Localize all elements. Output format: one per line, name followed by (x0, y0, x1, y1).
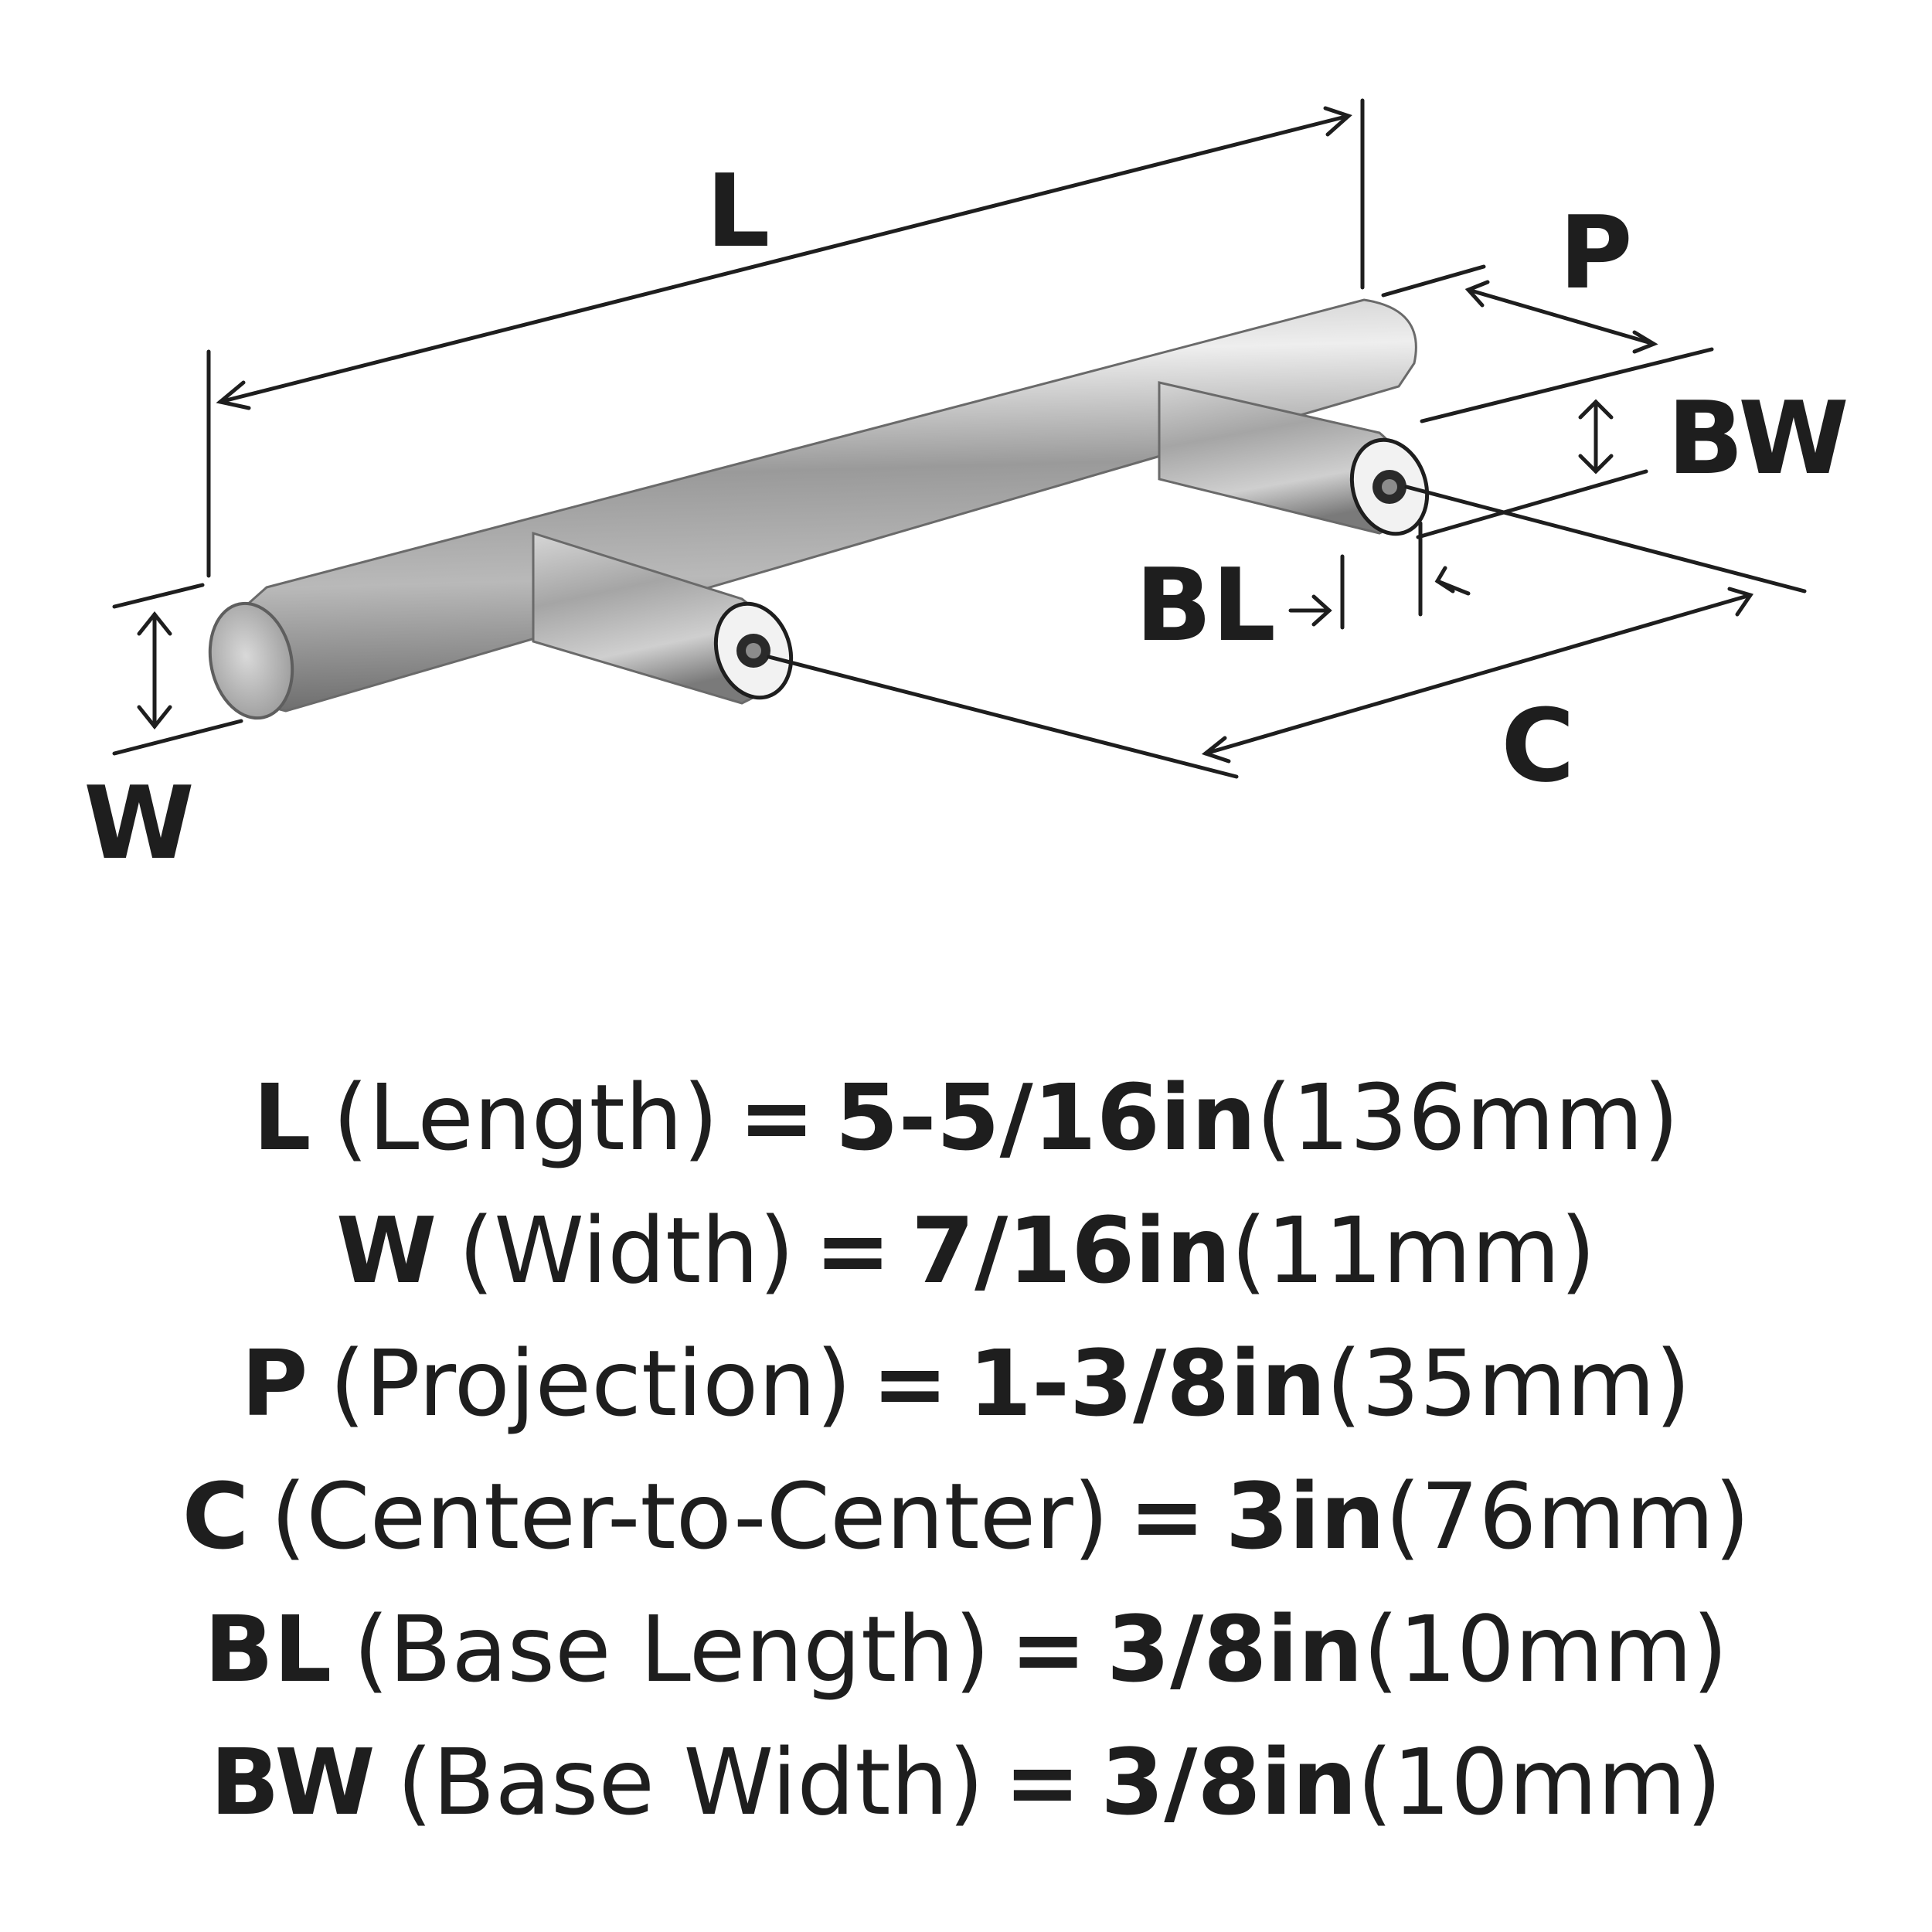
spec-symbol: L (253, 1064, 311, 1171)
spec-value-inches: 3/8in (1107, 1596, 1363, 1702)
specification-list: L (Length) = 5-5/16in (136mm) W (Width) … (0, 1051, 1932, 1849)
spec-name: (Projection) (329, 1330, 852, 1437)
label-W: W (83, 764, 194, 882)
label-BW: BW (1667, 379, 1849, 497)
spec-value-inches: 1-3/8in (968, 1330, 1326, 1437)
spec-value-mm: (136mm) (1256, 1064, 1679, 1171)
spec-value-mm: (10mm) (1362, 1596, 1728, 1702)
label-BL: BL (1135, 546, 1276, 664)
handle-bar (208, 298, 1417, 720)
spec-value-mm: (10mm) (1356, 1729, 1723, 1835)
spec-row-base-length: BL (Base Length) = 3/8in (10mm) (0, 1583, 1932, 1716)
spec-row-projection: P (Projection) = 1-3/8in (35mm) (0, 1317, 1932, 1450)
spec-row-center-to-center: C (Center-to-Center) = 3in (76mm) (0, 1450, 1932, 1583)
spec-name: (Length) (332, 1064, 719, 1171)
spec-symbol: C (182, 1463, 250, 1570)
dimension-W (112, 583, 243, 756)
label-P: P (1559, 194, 1632, 311)
spec-name: (Base Length) (353, 1596, 991, 1702)
spec-value-mm: (76mm) (1385, 1463, 1750, 1570)
handle-leg-left (532, 531, 794, 705)
dimension-C (767, 485, 1807, 779)
spec-value-mm: (11mm) (1230, 1197, 1596, 1304)
spec-name: (Base Width) (396, 1729, 985, 1835)
spec-value-mm: (35mm) (1325, 1330, 1691, 1437)
spec-equals: = (738, 1064, 815, 1171)
label-C: C (1501, 687, 1574, 804)
spec-row-base-width: BW (Base Width) = 3/8in (10mm) (0, 1716, 1932, 1849)
dimension-BW (1416, 399, 1648, 539)
spec-symbol: BL (204, 1596, 332, 1702)
spec-symbol: P (241, 1330, 308, 1437)
spec-value-inches: 3in (1225, 1463, 1386, 1570)
spec-equals: = (1004, 1729, 1081, 1835)
spec-value-inches: 7/16in (910, 1197, 1231, 1304)
spec-equals: = (1128, 1463, 1206, 1570)
handle-dimension-diagram: L P BW BL C W (83, 98, 1849, 882)
spec-row-width: W (Width) = 7/16in (11mm) (0, 1184, 1932, 1317)
label-L: L (706, 152, 770, 270)
spec-value-inches: 3/8in (1100, 1729, 1357, 1835)
spec-equals: = (815, 1197, 891, 1304)
spec-name: (Center-to-Center) (270, 1463, 1109, 1570)
spec-symbol: W (336, 1197, 437, 1304)
spec-symbol: BW (209, 1729, 376, 1835)
spec-value-inches: 5-5/16in (835, 1064, 1257, 1171)
spec-row-length: L (Length) = 5-5/16in (136mm) (0, 1051, 1932, 1184)
handle-leg-right (1158, 381, 1430, 536)
dimension-BL (1288, 521, 1471, 630)
dimension-L (206, 98, 1365, 578)
spec-equals: = (872, 1330, 948, 1437)
dimension-P (1381, 264, 1714, 423)
spec-name: (Width) (458, 1197, 795, 1304)
spec-equals: = (1010, 1596, 1087, 1702)
